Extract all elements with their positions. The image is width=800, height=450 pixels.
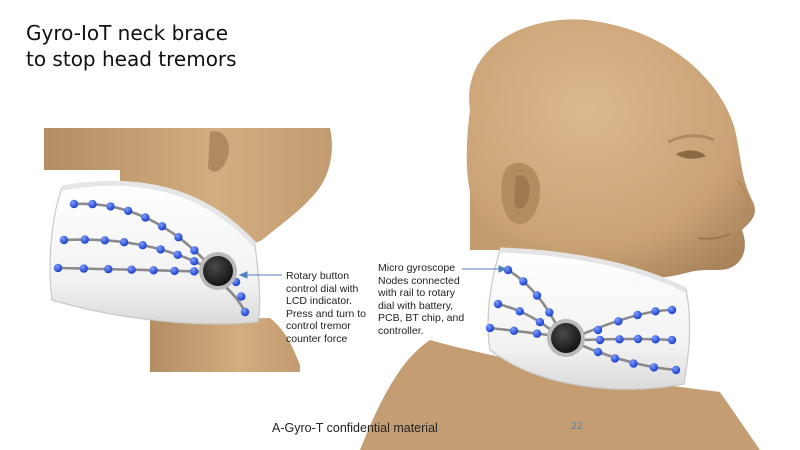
gyroscope-node	[610, 354, 620, 363]
annotation-line: with rail to rotary	[378, 287, 456, 299]
left-rotary-dial	[199, 252, 237, 290]
gyroscope-node	[545, 308, 554, 317]
gyroscope-node	[667, 305, 677, 315]
right-brow	[667, 134, 715, 144]
gyroscope-node	[100, 236, 110, 245]
gyroscope-node	[104, 264, 113, 274]
annotation-line: Micro gyroscope	[378, 262, 456, 274]
rotary-button-annotation: Rotary button control dial with LCD indi…	[286, 270, 366, 345]
gyroscope-node	[189, 267, 199, 276]
annotation-line: counter force	[286, 332, 348, 345]
right-head	[466, 19, 755, 279]
right-shoulder	[360, 340, 760, 450]
footer-confidential: A-Gyro-T confidential material	[272, 421, 438, 435]
gyroscope-node	[138, 241, 147, 250]
gyroscope-node	[629, 359, 638, 368]
annotation-line: PCB, BT chip, and	[378, 312, 465, 324]
annotation-line: Rotary button	[286, 270, 350, 282]
gyroscope-node	[190, 246, 199, 255]
gyroscope-node	[156, 245, 165, 254]
gyroscope-node	[88, 199, 97, 209]
title-line-2: to stop head tremors	[26, 47, 237, 71]
gyroscope-node	[493, 299, 503, 309]
annotation-line: control dial with	[286, 282, 359, 295]
gyroscope-node	[519, 277, 528, 286]
gyroscope-node	[615, 335, 624, 344]
annotation-line: controller.	[378, 324, 424, 337]
annotation-line: Nodes connected	[378, 274, 460, 287]
gyroscope-node	[80, 235, 90, 244]
gyroscope-node	[651, 307, 660, 316]
gyroscope-node	[593, 325, 603, 335]
right-rotary-dial	[547, 319, 585, 357]
gyroscope-node	[157, 222, 167, 231]
left-neck-figure	[44, 128, 332, 372]
gyroscope-node	[614, 317, 623, 326]
left-jaw	[44, 128, 332, 250]
gyroscope-node	[240, 307, 250, 317]
annotation-line: Press and turn to	[286, 307, 366, 320]
gyroscope-node	[503, 265, 513, 275]
gyroscope-node	[515, 307, 524, 316]
gyroscope-node	[127, 265, 136, 274]
gyroscope-node	[633, 310, 642, 320]
right-brace-lip	[499, 247, 688, 293]
gyroscope-node	[649, 363, 659, 372]
left-neck-base	[150, 318, 300, 372]
gyroscope-node	[79, 264, 89, 273]
left-brace-lip	[61, 180, 257, 247]
gyroscope-node	[174, 233, 183, 242]
right-nose	[737, 179, 750, 215]
right-ear-inner	[514, 175, 530, 209]
gyroscope-node	[106, 202, 115, 211]
micro-gyroscope-annotation: Micro gyroscope Nodes connected with rai…	[378, 262, 464, 337]
gyroscope-node	[485, 323, 495, 333]
gyroscope-node	[119, 238, 129, 247]
gyroscope-node	[59, 235, 69, 245]
gyroscope-node	[69, 199, 79, 209]
gyroscope-node	[173, 250, 182, 259]
gyroscope-node	[170, 266, 179, 276]
gyroscope-node	[633, 334, 643, 344]
slide-title: Gyro-IoT neck brace to stop head tremors	[26, 20, 237, 72]
right-eye	[676, 150, 706, 159]
title-line-1: Gyro-IoT neck brace	[26, 21, 229, 45]
left-ear	[208, 131, 229, 172]
gyroscope-node	[671, 365, 681, 375]
gyroscope-node	[532, 291, 542, 300]
annotation-line: dial with battery,	[378, 299, 454, 312]
gyroscope-node	[535, 317, 545, 327]
gyroscope-node	[53, 263, 63, 273]
callout-arrows	[238, 265, 508, 279]
gyroscope-node	[593, 347, 603, 357]
right-head-figure	[360, 19, 760, 450]
left-gyroscope-nodes	[53, 199, 250, 317]
gyroscope-node	[141, 213, 150, 222]
gyroscope-node	[190, 257, 199, 266]
gyroscope-node	[237, 292, 246, 301]
annotation-line: LCD indicator.	[286, 295, 352, 307]
gyroscope-node	[149, 266, 158, 275]
gyroscope-node	[509, 326, 519, 335]
annotation-line: control tremor	[286, 320, 351, 332]
page-number: 22	[571, 420, 583, 432]
gyroscope-node	[532, 329, 542, 338]
gyroscope-node	[651, 335, 660, 344]
gyroscope-node	[667, 335, 677, 345]
gyroscope-node	[595, 335, 605, 345]
right-gyroscope-nodes	[485, 265, 681, 375]
right-mouth	[697, 233, 731, 240]
gyroscope-node	[123, 206, 133, 215]
